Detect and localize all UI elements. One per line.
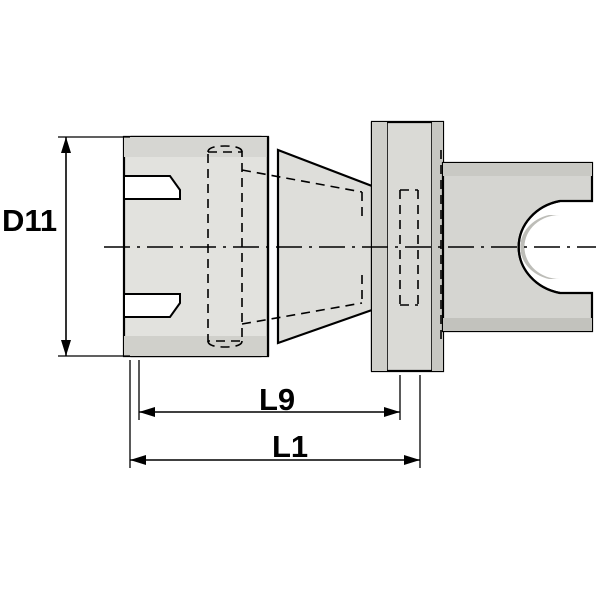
fork-inner-arc: [517, 199, 561, 295]
l9-arrow-left: [139, 407, 155, 417]
d11-arrow-top: [61, 137, 71, 153]
dimension-d11-group: [58, 136, 130, 357]
l1-arrow-left: [130, 455, 146, 465]
dimension-label-l9: L9: [259, 382, 296, 417]
flange-shade-right: [432, 122, 443, 371]
collet-nut-slot-upper: [123, 175, 181, 200]
hidden-collet-bore: [207, 151, 243, 342]
fork-shade-upper: [443, 163, 592, 176]
fork-shade-lower: [443, 318, 592, 331]
l9-arrow-right: [384, 407, 400, 417]
d11-arrow-bottom: [61, 340, 71, 356]
hidden-taper-bore-top: [241, 169, 363, 193]
collet-nut-shade-band-top: [124, 137, 268, 157]
dimension-l1-group: [129, 360, 421, 468]
hidden-taper-bore-bottom: [241, 302, 363, 325]
dimension-label-l1: L1: [272, 429, 309, 464]
collet-nut-shade-band-bottom: [124, 336, 268, 356]
collet-nut-slot-lower: [123, 293, 181, 318]
hidden-lines-group: [207, 145, 442, 348]
dimension-label-d11: D11: [2, 203, 58, 238]
hidden-collet-bore-arc-bottom: [207, 340, 243, 348]
dimension-l9-group: [138, 360, 401, 420]
l1-arrow-right: [404, 455, 420, 465]
hidden-collet-bore-arc-top: [207, 145, 243, 153]
